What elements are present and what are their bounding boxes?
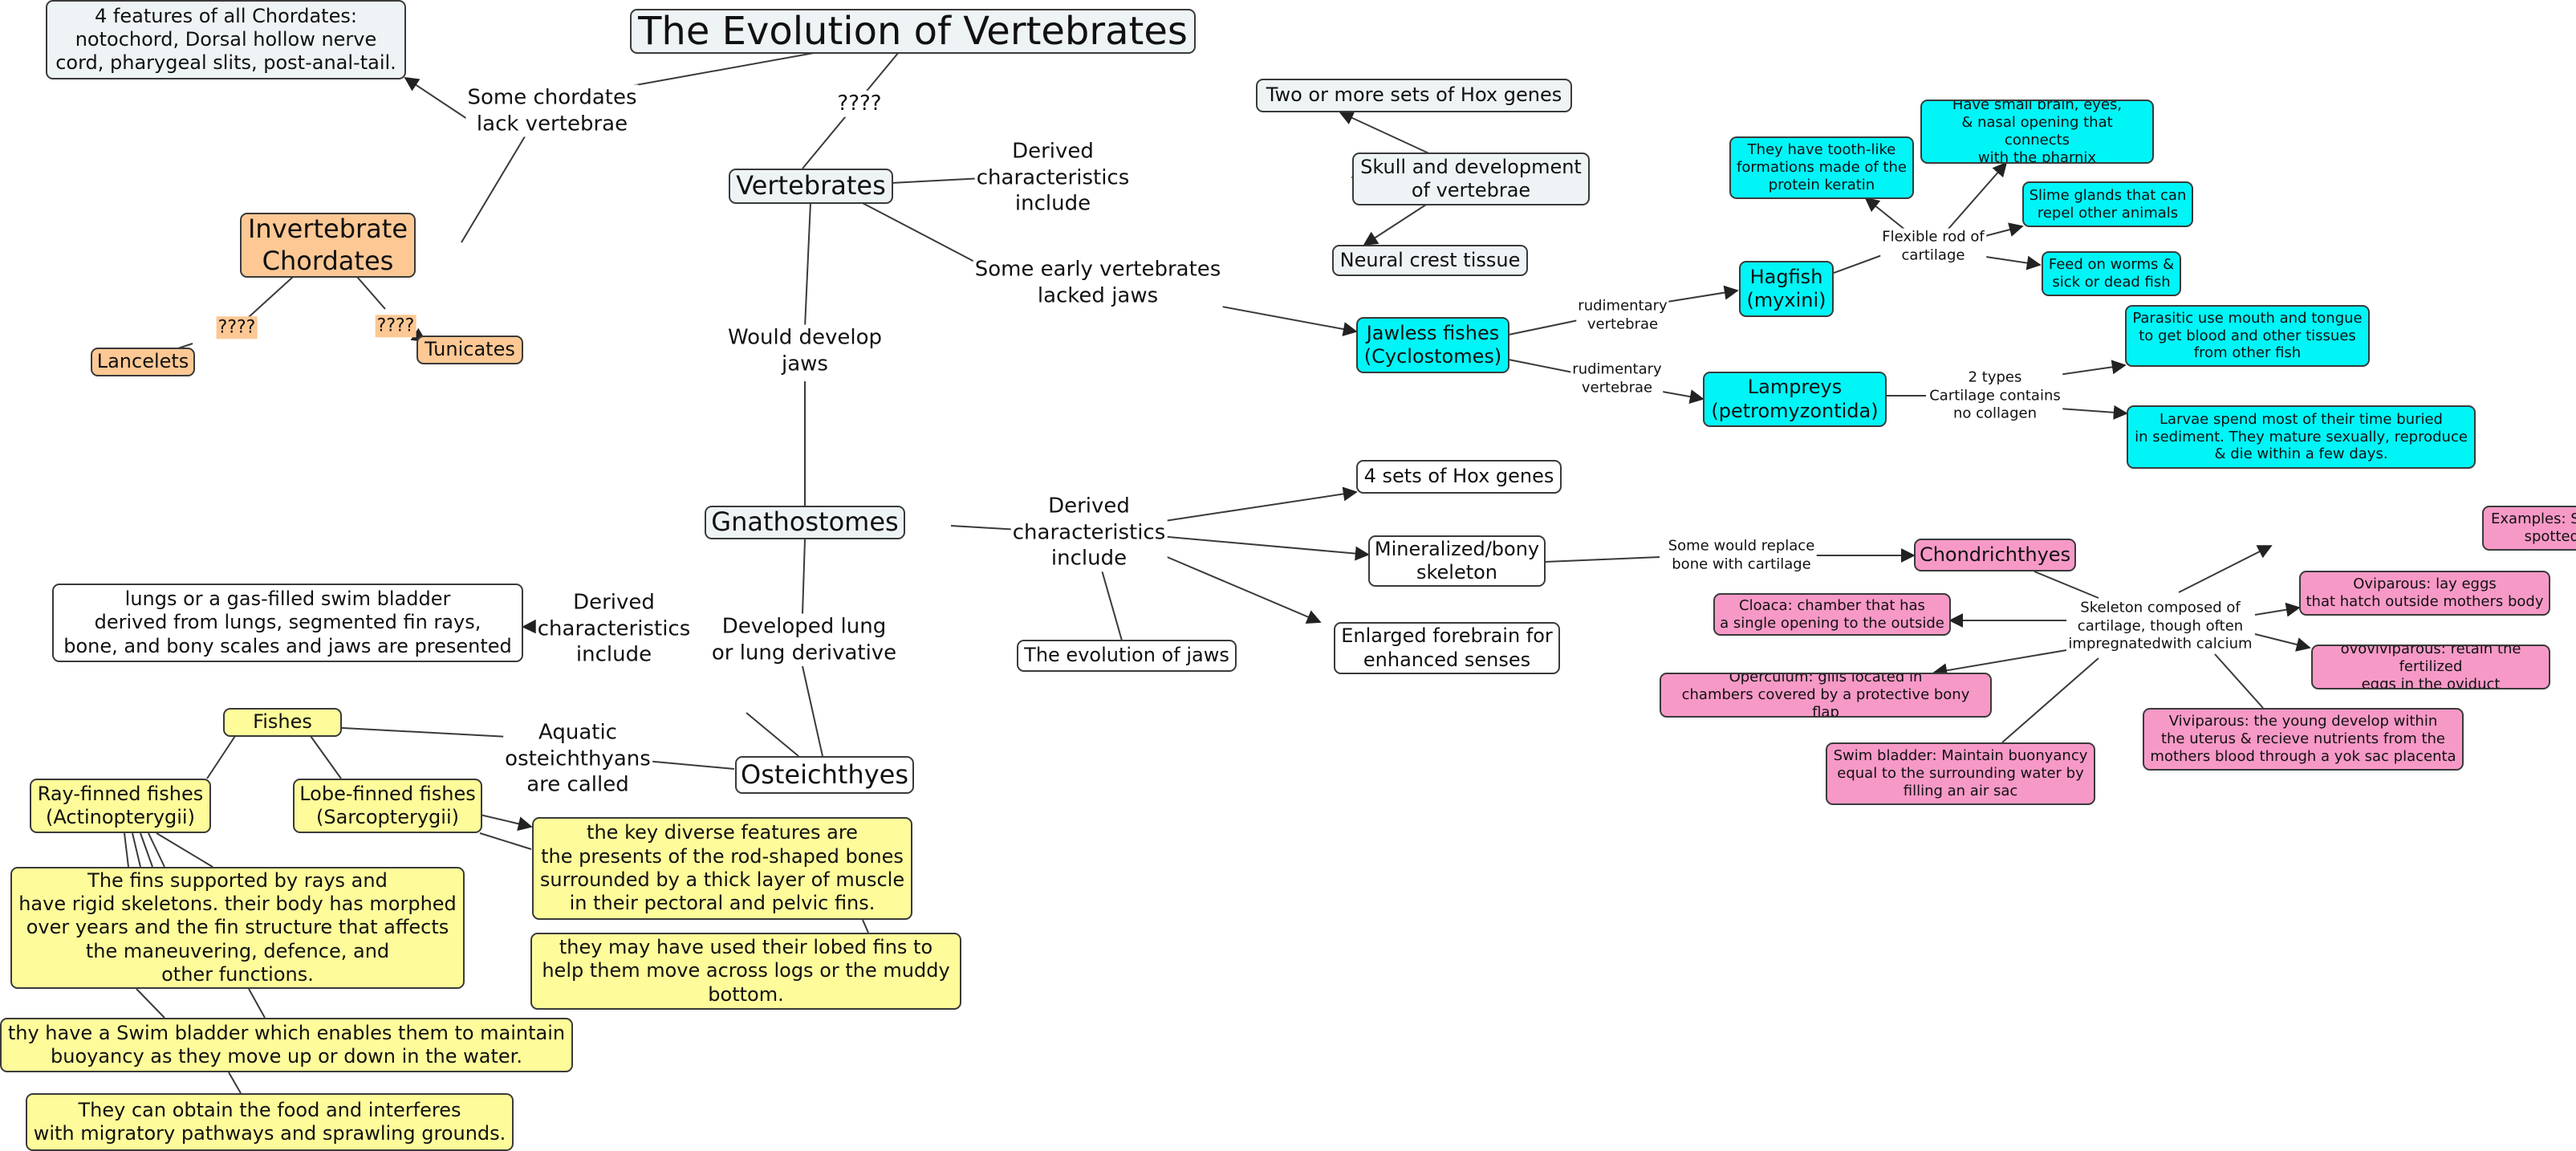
- hox-genes-4-node: 4 sets of Hox genes: [1356, 460, 1562, 494]
- lobe-finned-node: Lobe-finned fishes (Sarcopterygii): [293, 779, 482, 833]
- label-flexible-rod: Flexible rod of cartilage: [1880, 228, 1986, 265]
- vertebrates-node: Vertebrates: [729, 169, 893, 204]
- feed-worms-node: Feed on worms & sick or dead fish: [2042, 251, 2181, 296]
- label-some-chordates: Some chordates lack vertebrae: [465, 84, 639, 137]
- ovoviviparous-node: ovoviviparous: retain the fertilized egg…: [2311, 645, 2550, 689]
- label-would-develop-jaws: Would develop jaws: [725, 324, 884, 377]
- examples-node: Examples: Sharks, Rays spotted ratfish: [2482, 506, 2576, 551]
- skull-vertebrae-node: Skull and development of vertebrae: [1352, 153, 1590, 205]
- swim-bladder-buoyancy-node: thy have a Swim bladder which enables th…: [0, 1018, 573, 1072]
- label-skeleton-cartilage: Skeleton composed of cartilage, though o…: [2066, 599, 2254, 653]
- osteichthyes-node: Osteichthyes: [735, 756, 914, 794]
- label-derived-1: Derived characteristics include: [974, 138, 1132, 217]
- lancelets-node: Lancelets: [91, 348, 195, 376]
- label-aquatic-osteichthyans: Aquatic osteichthyans are called: [503, 719, 652, 798]
- label-rudimentary-2: rudimentary vertebrae: [1570, 360, 1664, 397]
- label-some-would-replace: Some would replace bone with cartilage: [1666, 537, 1817, 574]
- label-developed-lung: Developed lung or lung derivative: [709, 613, 899, 666]
- label-derived-2: Derived characteristics include: [1010, 493, 1168, 571]
- fishes-node: Fishes: [223, 708, 342, 737]
- label-question-top: ????: [835, 90, 884, 117]
- label-question-tunicates: ????: [375, 315, 416, 337]
- oviparous-node: Oviparous: lay eggs that hatch outside m…: [2299, 571, 2550, 616]
- invertebrate-chordates-node: Invertebrate Chordates: [240, 213, 416, 278]
- jawless-fishes-node: Jawless fishes (Cyclostomes): [1356, 317, 1509, 373]
- label-two-types: 2 types Cartilage contains no collagen: [1928, 368, 2062, 423]
- fins-supported-node: The fins supported by rays and have rigi…: [10, 867, 465, 989]
- label-question-lancelets: ????: [216, 316, 258, 339]
- viviparous-node: Viviparous: the young develop within the…: [2143, 708, 2464, 771]
- label-early-vertebrates: Some early vertebrates lacked jaws: [973, 256, 1223, 309]
- label-derived-3: Derived characteristics include: [535, 589, 693, 668]
- hagfish-node: Hagfish (myxini): [1739, 261, 1834, 317]
- ray-finned-node: Ray-finned fishes (Actinopterygii): [30, 779, 211, 833]
- parasitic-node: Parasitic use mouth and tongue to get bl…: [2125, 305, 2370, 367]
- chordates-features-node: 4 features of all Chordates: notochord, …: [46, 0, 406, 79]
- lobed-fins-node: they may have used their lobed fins to h…: [530, 933, 961, 1010]
- forebrain-node: Enlarged forebrain for enhanced senses: [1334, 622, 1560, 674]
- larvae-node: Larvae spend most of their time buried i…: [2127, 405, 2476, 469]
- operculum-node: Operculum: gills located in chambers cov…: [1660, 673, 1992, 718]
- tooth-like-node: They have tooth-like formations made of …: [1729, 136, 1914, 199]
- lungs-node: lungs or a gas-filled swim bladder deriv…: [52, 584, 523, 662]
- evolution-jaws-node: The evolution of jaws: [1017, 640, 1237, 672]
- slime-glands-node: Slime glands that can repel other animal…: [2022, 181, 2193, 227]
- mineralized-skeleton-node: Mineralized/bony skeleton: [1368, 535, 1546, 587]
- tunicates-node: Tunicates: [416, 336, 523, 364]
- swim-bladder-node: Swim bladder: Maintain buonyancy equal t…: [1826, 742, 2095, 805]
- gnathostomes-node: Gnathostomes: [705, 506, 905, 539]
- lampreys-node: Lampreys (petromyzontida): [1703, 372, 1887, 427]
- hox-genes-2-node: Two or more sets of Hox genes: [1256, 79, 1572, 112]
- neural-crest-node: Neural crest tissue: [1332, 245, 1528, 276]
- food-migratory-node: They can obtain the food and interferes …: [26, 1093, 514, 1151]
- cloaca-node: Cloaca: chamber that has a single openin…: [1713, 593, 1951, 636]
- page-title: The Evolution of Vertebrates: [630, 9, 1196, 54]
- small-brain-node: Have small brain, eyes, & nasal opening …: [1920, 100, 2154, 164]
- chondrichthyes-node: Chondrichthyes: [1914, 539, 2076, 571]
- label-rudimentary-1: rudimentary vertebrae: [1576, 297, 1669, 334]
- key-diverse-features-node: the key diverse features are the present…: [532, 817, 912, 920]
